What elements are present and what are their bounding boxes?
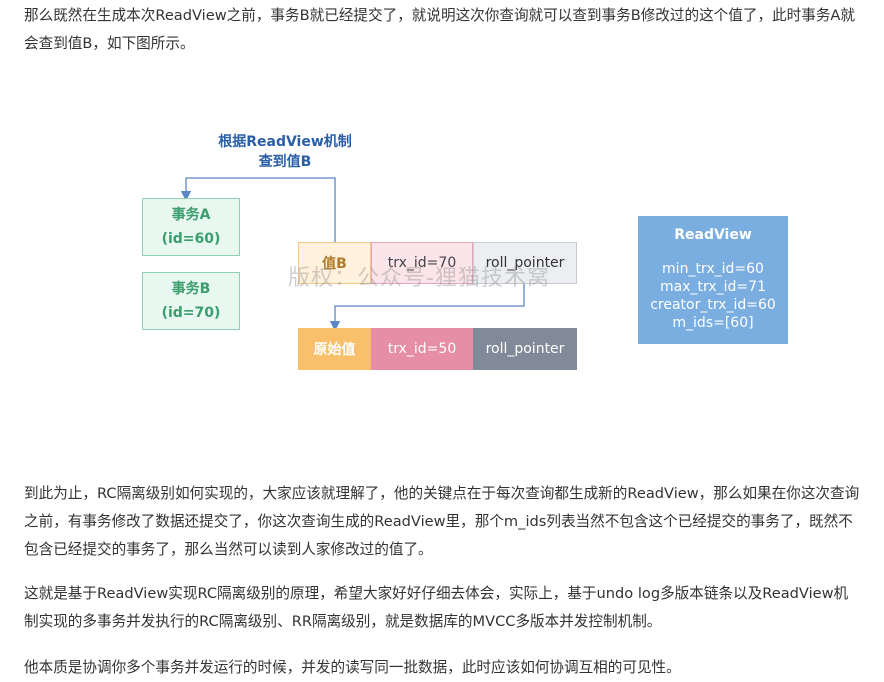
current-row-value: 值B [298,242,371,284]
paragraph-rc-explanation: 到此为止，RC隔离级别如何实现的，大家应该就理解了，他的关键点在于每次查询都生成… [24,485,860,558]
readview-min-trx-id: min_trx_id=60 [662,261,764,277]
diagram-arrows [180,177,525,332]
diagram-annotation: 根据ReadView机制 查到值B [200,132,370,172]
transaction-a-box: 事务A (id=60) [142,198,240,256]
annotation-line-2: 查到值B [258,154,312,170]
current-row-trx-id: trx_id=70 [371,242,473,284]
readview-m-ids: m_ids=[60] [672,315,754,331]
paragraph-visibility: 他本质是协调你多个事务并发运行的时候，并发的读写同一批数据，此时应该如何协调互相… [24,659,681,676]
arrow-read-to-txA [180,177,336,242]
readview-box: ReadView min_trx_id=60 max_trx_id=71 cre… [638,216,788,344]
annotation-line-1: 根据ReadView机制 [218,134,352,150]
old-row-roll-pointer: roll_pointer [473,328,577,370]
mvcc-diagram: 根据ReadView机制 查到值B 事务A (id=60) 事务B (id=70… [0,100,884,460]
transaction-b-id: (id=70) [161,305,221,321]
current-row-roll-pointer: roll_pointer [473,242,577,284]
old-row-trx-id: trx_id=50 [371,328,473,370]
transaction-b-box: 事务B (id=70) [142,272,240,330]
readview-creator-trx-id: creator_trx_id=60 [650,297,776,313]
readview-title: ReadView [674,227,752,243]
readview-max-trx-id: max_trx_id=71 [660,279,766,295]
arrow-rollpointer-to-old [329,284,525,332]
old-row-value: 原始值 [298,328,371,370]
transaction-b-name: 事务B [171,281,211,297]
transaction-a-name: 事务A [171,207,211,223]
watermark: 版权：公众号-狸猫技术窝 [288,266,550,291]
transaction-a-id: (id=60) [161,231,221,247]
paragraph-mvcc-principle: 这就是基于ReadView实现RC隔离级别的原理，希望大家好好仔细去体会，实际上… [24,585,849,630]
paragraph-intro: 那么既然在生成本次ReadView之前，事务B就已经提交了，就说明这次你查询就可… [24,7,855,52]
